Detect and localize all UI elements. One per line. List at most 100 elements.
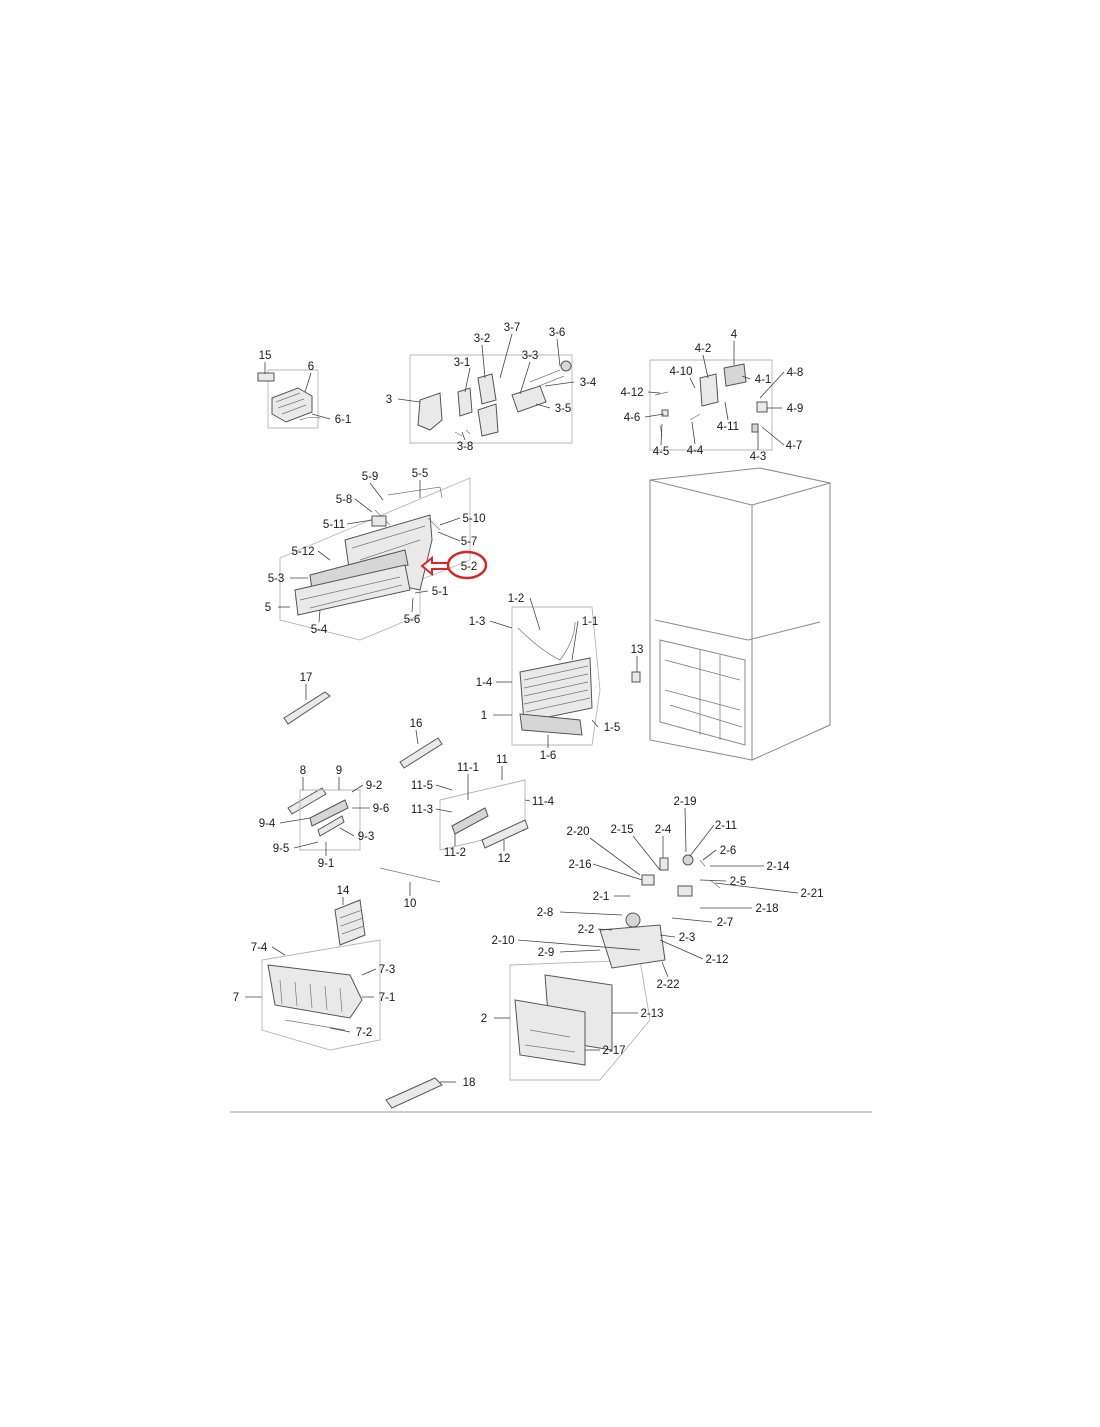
label-3: 3: [386, 394, 392, 406]
label-2-18: 2-18: [755, 903, 778, 915]
label-10: 10: [404, 898, 417, 910]
label-7-2: 7-2: [356, 1027, 373, 1039]
part-2-9-shape: [599, 924, 666, 969]
label-1-4: 1-4: [476, 677, 493, 689]
leader-4-1: [741, 375, 751, 380]
label-1-1: 1-1: [582, 616, 599, 628]
label-16: 16: [410, 718, 423, 730]
label-6-1: 6-1: [335, 414, 352, 426]
leader-11-4: [524, 799, 531, 802]
leader-4-7: [761, 426, 785, 446]
callout-labels: 1566-133-13-23-33-43-53-63-73-844-14-24-…: [233, 322, 824, 1089]
arrow-icon: [420, 555, 448, 577]
label-13: 13: [631, 644, 644, 656]
label-5-7: 5-7: [461, 536, 478, 548]
label-2-1: 2-1: [593, 891, 610, 903]
leader-2-21: [714, 882, 799, 894]
label-3-1: 3-1: [454, 357, 471, 369]
group-4: [649, 359, 773, 451]
leader-1-3: [489, 620, 513, 629]
label-2-6: 2-6: [720, 845, 737, 857]
highlight-circle: [446, 550, 488, 580]
label-11-1: 11-1: [457, 762, 479, 774]
leader-3-4: [544, 381, 575, 387]
label-11-4: 11-4: [532, 796, 555, 808]
leader-5-7: [437, 531, 461, 542]
label-9-1: 9-1: [318, 858, 335, 870]
highlight-marker: [420, 550, 488, 580]
label-5-4: 5-4: [311, 624, 328, 636]
label-4-6: 4-6: [624, 412, 641, 424]
leader-4-2: [702, 354, 709, 379]
label-2-5: 2-5: [730, 876, 747, 888]
leader-5-4: [318, 609, 321, 623]
label-3-3: 3-3: [522, 350, 539, 362]
label-2-10: 2-10: [491, 935, 514, 947]
leader-3-2: [481, 344, 486, 379]
leader-6: [304, 372, 312, 393]
part-15-shape: [257, 372, 275, 382]
leader-5-10: [439, 517, 461, 526]
label-5-8: 5-8: [336, 494, 353, 506]
label-2: 2: [481, 1013, 487, 1025]
leader-2-3: [659, 934, 676, 938]
leader-4-5: [660, 423, 663, 446]
leader-2-15: [632, 835, 661, 871]
label-5-5: 5-5: [412, 468, 429, 480]
label-2-3: 2-3: [679, 932, 696, 944]
label-2-17: 2-17: [602, 1045, 625, 1057]
label-12: 12: [498, 853, 511, 865]
leader-3-1: [464, 367, 471, 393]
leader-3-5: [535, 403, 551, 409]
leader-5-12: [317, 550, 331, 561]
group-6: [257, 369, 321, 429]
part-18-shape: [385, 1077, 443, 1109]
label-1-6: 1-6: [540, 750, 557, 762]
label-4-10: 4-10: [669, 366, 692, 378]
part-1-6-shape: [519, 713, 583, 736]
leader-3: [397, 398, 421, 403]
label-2-14: 2-14: [766, 861, 790, 873]
label-4-5: 4-5: [653, 446, 670, 458]
label-9: 9: [336, 765, 342, 777]
label-4-2: 4-2: [695, 343, 712, 355]
label-5-11: 5-11: [323, 519, 345, 531]
leader-5-6: [411, 597, 414, 613]
label-1: 1: [481, 710, 487, 722]
part-8-shape: [287, 787, 327, 815]
leader-11-5: [435, 784, 453, 791]
leader-2-10: [517, 939, 641, 951]
part-3-shape: [417, 392, 443, 431]
label-3-5: 3-5: [555, 403, 572, 415]
label-2-19: 2-19: [673, 796, 696, 808]
label-4-1: 4-1: [755, 374, 772, 386]
label-2-15: 2-15: [610, 824, 633, 836]
part-5-4-shape: [294, 564, 411, 616]
label-11-3: 11-3: [411, 804, 433, 816]
leader-2-16: [592, 863, 643, 881]
label-5-6: 5-6: [404, 614, 421, 626]
label-4-3: 4-3: [750, 451, 767, 463]
leader-6-1: [311, 413, 331, 420]
leader-5-8: [354, 498, 373, 513]
label-2-11: 2-11: [715, 820, 737, 832]
group-3: [409, 354, 573, 444]
label-11: 11: [496, 754, 508, 766]
basket-shape: [267, 964, 363, 1019]
part-4-2-shape: [699, 373, 719, 407]
label-7: 7: [233, 992, 239, 1004]
leader-9-3: [339, 827, 355, 837]
part-1-1-shape: [519, 657, 593, 723]
leader-9-4: [279, 817, 311, 824]
label-2-7: 2-7: [717, 917, 734, 929]
ice-maker-shape: [271, 387, 313, 423]
label-5-10: 5-10: [462, 513, 485, 525]
part-9-shape: [309, 799, 349, 827]
label-1-2: 1-2: [508, 593, 525, 605]
leader-2-20: [589, 837, 641, 876]
label-2-16: 2-16: [568, 859, 591, 871]
label-6: 6: [308, 361, 314, 373]
group-1: [511, 606, 601, 746]
